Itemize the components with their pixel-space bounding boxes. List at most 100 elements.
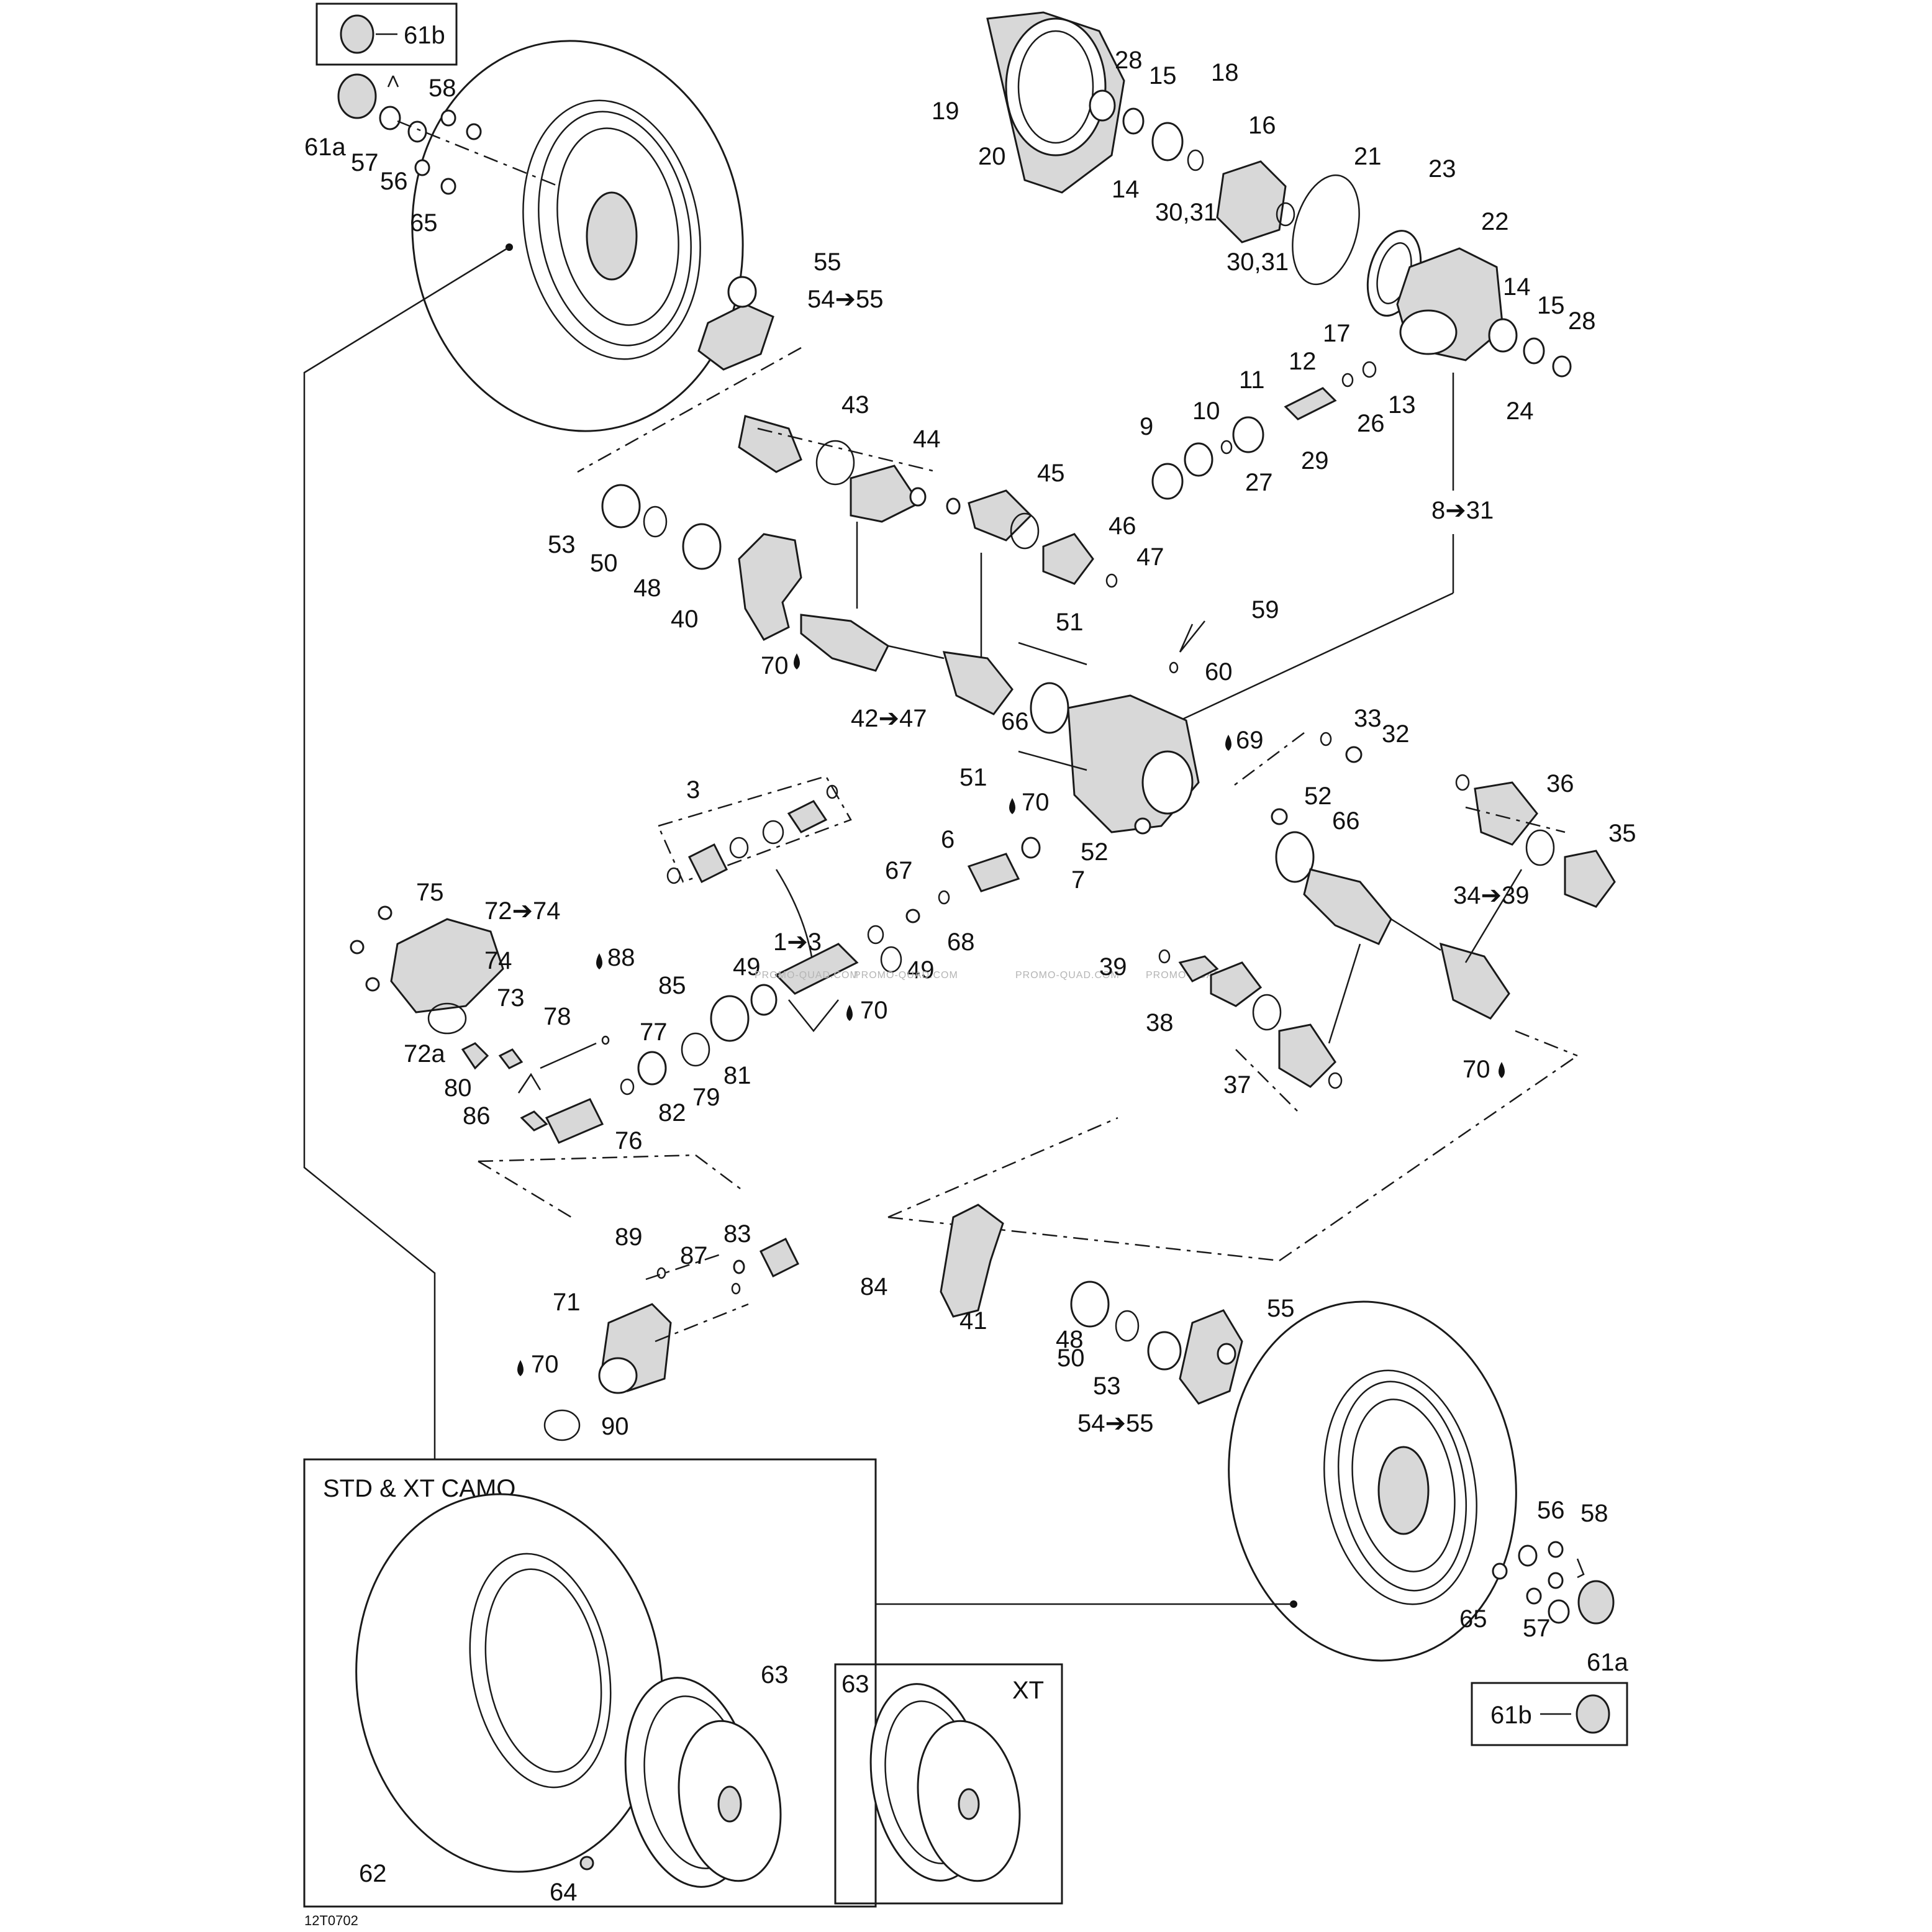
callout-56-bottom: 56: [1537, 1497, 1565, 1524]
callout-43: 43: [841, 391, 869, 419]
callout-70-d: 70: [1463, 1056, 1490, 1083]
callout-72-74: 72➔74: [484, 897, 561, 925]
callout-48-top: 48: [633, 574, 661, 602]
callout-79: 79: [692, 1084, 720, 1111]
callout-54-55-bottom: 54➔55: [1077, 1410, 1154, 1437]
bolt-33-32: [1229, 732, 1363, 789]
front-left-tire: [411, 40, 744, 432]
shaft-1-3: [710, 943, 902, 1042]
callout-34-39: 34➔39: [1453, 882, 1530, 909]
callout-44: 44: [913, 425, 941, 453]
callout-49-a: 49: [733, 953, 761, 981]
callout-87: 87: [680, 1242, 708, 1269]
callout-57-bottom: 57: [1523, 1615, 1551, 1642]
callout-65-top: 65: [410, 209, 438, 237]
callout-77: 77: [640, 1018, 668, 1046]
cv-joint-37-38-39: [1158, 949, 1343, 1112]
callout-54-55-top: 54➔55: [807, 286, 884, 313]
callout-10: 10: [1192, 397, 1220, 425]
watermark-2: PROMO-QUAD.COM: [854, 970, 958, 981]
housing-71: [543, 1237, 800, 1441]
callout-86: 86: [463, 1102, 491, 1130]
callout-16: 16: [1248, 112, 1276, 139]
callout-88: 88: [607, 944, 635, 971]
callout-53-top: 53: [548, 531, 576, 558]
callout-51-b: 51: [959, 764, 987, 791]
rear-differential-housing: [1018, 620, 1205, 833]
callout-76: 76: [615, 1127, 643, 1154]
callout-37: 37: [1223, 1071, 1251, 1099]
callout-55-top: 55: [814, 248, 841, 276]
callout-61a-top: 61a: [304, 134, 346, 161]
wheel-hub-top: [577, 276, 802, 473]
differential-case-22: [1396, 247, 1572, 378]
hub-hardware-bottom-right: [1492, 1541, 1615, 1625]
callout-28-right: 28: [1568, 307, 1596, 335]
callout-56-top: 56: [380, 168, 408, 195]
callout-50-bottom: 50: [1057, 1345, 1085, 1372]
callout-29: 29: [1301, 447, 1329, 474]
callout-70-b: 70: [1022, 789, 1050, 816]
callout-90: 90: [601, 1413, 629, 1440]
callout-78: 78: [543, 1003, 571, 1030]
callout-81: 81: [723, 1062, 751, 1089]
xt-rim-box: [834, 1663, 1063, 1905]
callout-53-bottom: 53: [1093, 1372, 1121, 1400]
callout-74: 74: [484, 947, 512, 974]
callout-24: 24: [1506, 397, 1534, 425]
inset-box-61b-bottom: [1471, 1682, 1628, 1746]
callout-45: 45: [1037, 460, 1065, 487]
callout-15-top: 15: [1149, 62, 1177, 89]
callout-21: 21: [1354, 143, 1382, 170]
inset-box-61b-top: [315, 2, 458, 66]
parts-6-7-67-68: [867, 837, 1041, 945]
callout-49-b: 49: [907, 956, 935, 984]
callout-6: 6: [941, 826, 955, 853]
callout-60: 60: [1205, 658, 1233, 686]
callout-22: 22: [1481, 208, 1509, 235]
cv-joint-45-46-47: [946, 489, 1118, 588]
callout-46: 46: [1109, 512, 1136, 540]
callout-3: 3: [686, 776, 700, 804]
callout-73: 73: [497, 984, 525, 1012]
callout-83: 83: [723, 1220, 751, 1248]
callout-35: 35: [1608, 820, 1636, 847]
callout-36: 36: [1546, 770, 1574, 797]
callout-9: 9: [1140, 413, 1153, 440]
callout-48-bottom: 48: [1056, 1326, 1084, 1353]
callout-52-a: 52: [1304, 782, 1332, 810]
kit-3: [657, 775, 852, 969]
callout-66-b: 66: [1332, 807, 1360, 835]
std-xt-camo-box: [303, 1458, 877, 1908]
callout-14-top: 14: [1112, 176, 1140, 203]
callout-57-top: 57: [351, 149, 379, 176]
watermark-3: PROMO-QUAD.COM: [1015, 970, 1120, 981]
callout-61b-bottom: 61b: [1490, 1702, 1532, 1729]
callout-28-top: 28: [1115, 47, 1143, 74]
callout-41: 41: [959, 1307, 987, 1335]
callout-55-bottom: 55: [1267, 1295, 1295, 1322]
callout-80: 80: [444, 1074, 472, 1102]
drive-shaft-42: [800, 522, 1014, 715]
callout-30-31-b: 30,31: [1227, 248, 1289, 276]
callout-17: 17: [1323, 320, 1351, 347]
callout-32: 32: [1382, 720, 1410, 748]
drive-shaft-34: [1303, 868, 1578, 1057]
callout-63-std: 63: [761, 1661, 789, 1689]
callout-89: 89: [615, 1223, 643, 1251]
callout-15-right: 15: [1537, 292, 1565, 319]
callout-14-right: 14: [1503, 273, 1531, 301]
callout-64: 64: [550, 1879, 578, 1906]
callout-38: 38: [1146, 1009, 1174, 1036]
callout-85: 85: [658, 972, 686, 999]
callout-26: 26: [1357, 410, 1385, 437]
callout-33: 33: [1354, 705, 1382, 732]
callout-61a-bottom: 61a: [1587, 1649, 1628, 1676]
wheel-tire-62: [355, 1493, 663, 1873]
callout-82: 82: [658, 1099, 686, 1127]
callout-84: 84: [860, 1273, 888, 1300]
knuckle-40-bearing-48: [601, 484, 802, 641]
callout-30-31-a: 30,31: [1155, 199, 1217, 226]
callout-71: 71: [553, 1289, 581, 1316]
steel-rim-63-std: [579, 1677, 782, 1888]
